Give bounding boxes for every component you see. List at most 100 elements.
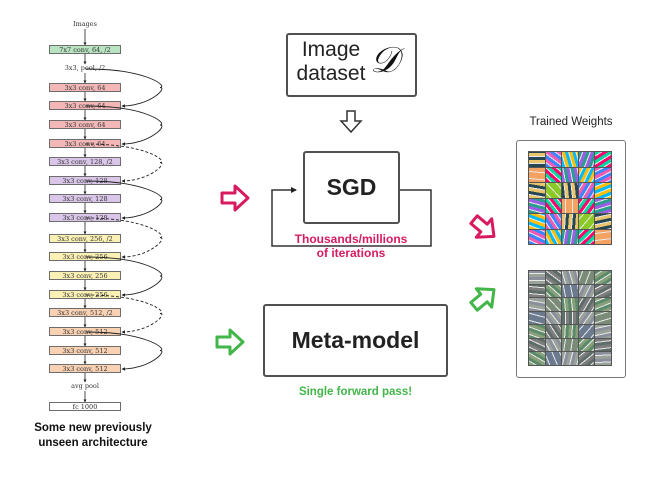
filter-tile (578, 271, 595, 284)
filter-tile (578, 352, 595, 365)
filter-tile (595, 284, 611, 298)
filter-tile (595, 198, 611, 213)
filter-tile (529, 325, 545, 338)
sgd-box: SGD (303, 151, 400, 224)
filter-tile (529, 311, 545, 325)
layer-0: Images (73, 20, 97, 28)
filter-tile (578, 311, 595, 325)
filter-tile (545, 284, 562, 298)
filter-tile (595, 311, 611, 325)
filter-tile (562, 325, 578, 338)
filter-tile (578, 198, 595, 213)
filter-tile (529, 271, 545, 284)
filter-tile (529, 338, 545, 352)
filter-tile (595, 352, 611, 365)
filter-tile (578, 214, 595, 229)
filter-tile (562, 352, 578, 365)
filter-tile (595, 325, 611, 338)
filter-tile (529, 183, 545, 198)
layer-2: 3x3, pool, /2 (64, 64, 106, 72)
dataset-symbol: 𝒟 (370, 40, 399, 81)
filter-tile (562, 152, 578, 167)
filter-tile (545, 167, 562, 182)
filter-tile (562, 311, 578, 325)
filter-tile (562, 229, 578, 244)
filter-tile (529, 298, 545, 311)
skip-connection (85, 180, 163, 218)
trained-weights-title: Trained Weights (529, 116, 613, 128)
filter-tile (562, 284, 578, 298)
filter-tile (562, 338, 578, 352)
filter-tile (529, 352, 545, 365)
filter-tile (578, 183, 595, 198)
filter-tile (545, 311, 562, 325)
filter-tile (529, 198, 545, 213)
filter-tile (595, 214, 611, 229)
sgd-iterations-label: Thousands/millions of iterations (281, 232, 421, 260)
single-forward-pass-label: Single forward pass! (298, 386, 413, 398)
dataset-text-line-2: dataset (296, 62, 366, 85)
caption-line-2: unseen architecture (38, 437, 148, 449)
filter-tile (562, 214, 578, 229)
skip-connection (85, 294, 163, 332)
filter-tile (562, 183, 578, 198)
skip-connection (85, 217, 163, 257)
filter-tile (545, 325, 562, 338)
iterations-line-2: of iterations (316, 246, 386, 260)
filter-tile (595, 271, 611, 284)
meta-model-label: Meta-model (291, 327, 420, 353)
filter-tile (545, 271, 562, 284)
filter-tile (578, 229, 595, 244)
filter-tile (529, 167, 545, 182)
filter-tile (545, 338, 562, 352)
skip-connection (85, 68, 163, 106)
filter-tile (529, 284, 545, 298)
skip-connection (85, 143, 163, 181)
filter-tile (545, 352, 562, 365)
filter-tile (562, 271, 578, 284)
caption-line-1: Some new previously (34, 422, 152, 434)
filter-tile (545, 298, 562, 311)
image-dataset-box: Image dataset 𝒟 (286, 33, 417, 97)
filter-tile (545, 198, 562, 213)
sgd-loop (271, 187, 432, 247)
filter-tile (578, 284, 595, 298)
filter-tile (545, 214, 562, 229)
filter-tile (529, 152, 545, 167)
filter-tile (578, 325, 595, 338)
filter-tile (562, 198, 578, 213)
layer-19: avg pool (71, 382, 99, 390)
filter-tile (545, 183, 562, 198)
filter-tile (545, 152, 562, 167)
filter-tile (545, 229, 562, 244)
sgd-label: SGD (326, 174, 377, 200)
skip-connection (85, 256, 163, 295)
skip-connection (85, 105, 163, 144)
skip-connection (85, 331, 163, 369)
filter-tile (595, 338, 611, 352)
filter-tile (578, 167, 595, 182)
filter-tile (595, 167, 611, 182)
filter-tile (562, 298, 578, 311)
filter-tile (562, 167, 578, 182)
architecture-caption: Some new previously unseen architecture (8, 421, 178, 451)
meta-model-box: Meta-model (263, 304, 448, 377)
pink-arrow-icon (220, 184, 250, 212)
green-arrow-icon (215, 328, 245, 356)
filter-tile (595, 298, 611, 311)
green-arrow-to-weights-icon (469, 287, 496, 312)
filter-tile (595, 152, 611, 167)
filter-tile (595, 183, 611, 198)
pink-arrow-to-weights-icon (469, 214, 496, 239)
filter-tile (529, 229, 545, 244)
architecture-connections (83, 29, 163, 403)
filter-tile (578, 152, 595, 167)
filter-tile (578, 298, 595, 311)
down-arrow-icon (339, 110, 363, 134)
meta-model-filters-image (528, 270, 612, 366)
dataset-text-line-1: Image (301, 38, 361, 61)
sgd-filters-image (528, 151, 612, 245)
filter-tile (595, 229, 611, 244)
iterations-line-1: Thousands/millions (294, 232, 408, 246)
